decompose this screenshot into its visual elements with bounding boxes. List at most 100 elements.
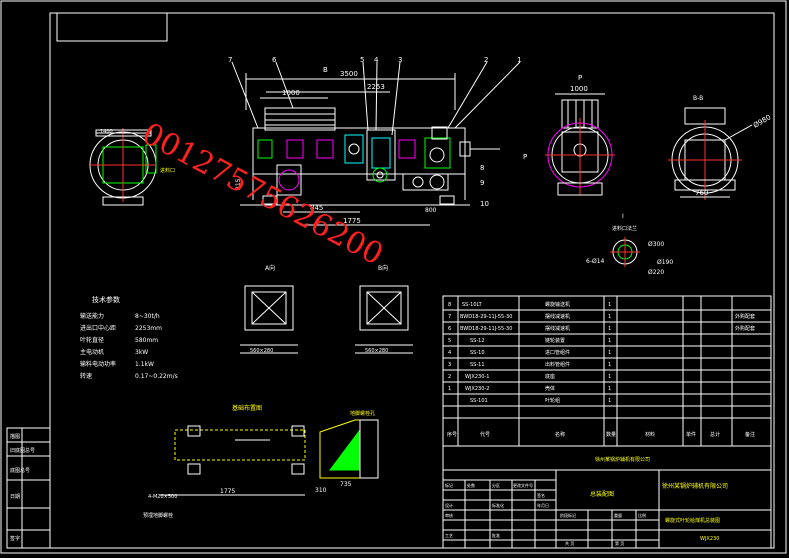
svg-text:数量: 数量 [606, 431, 616, 438]
svg-text:SS-10LT: SS-10LT [462, 302, 483, 308]
svg-text:1: 1 [448, 386, 451, 392]
svg-text:主电动机: 主电动机 [80, 348, 104, 356]
callout-3: 3 [398, 56, 402, 64]
svg-text:分区: 分区 [492, 482, 500, 488]
svg-text:1: 1 [608, 386, 611, 392]
detail-dim-holes: 6-Ø14 [586, 258, 605, 265]
svg-text:2253mm: 2253mm [135, 325, 162, 332]
dim-mid: 845 [310, 204, 323, 212]
svg-text:备注: 备注 [745, 431, 755, 438]
svg-text:外购配套: 外购配套 [735, 313, 755, 320]
svg-text:1400: 1400 [100, 129, 113, 135]
callout-5: 5 [360, 56, 364, 64]
side-view-bb: B-B 760 Ø980 [668, 95, 772, 200]
tech-specs-title: 技术参数 [92, 295, 120, 304]
svg-text:摆线减速机: 摆线减速机 [545, 325, 570, 332]
spec-row-2: 叶轮直径 580mm [80, 336, 158, 344]
svg-text:进料口法兰: 进料口法兰 [612, 225, 637, 232]
svg-text:叶轮组: 叶轮组 [545, 397, 560, 404]
svg-text:重量: 重量 [614, 512, 622, 518]
foundation-drawing: 基础布置图 1775 310 4-M20×500 预埋地脚螺栓 735 地脚螺栓… [143, 404, 379, 519]
label-p: P [523, 153, 527, 161]
callout-2: 2 [484, 56, 488, 64]
svg-text:4-M20×500: 4-M20×500 [148, 494, 177, 500]
svg-text:总计: 总计 [710, 431, 720, 438]
svg-text:更改文件号: 更改文件号 [513, 482, 533, 488]
bom-row-1: 7 BWD18-29-11J-55-30 摆线减速机 1 外购配套 [448, 313, 755, 320]
svg-text:1: 1 [608, 314, 611, 320]
svg-text:单件: 单件 [686, 431, 696, 438]
svg-text:进口管组件: 进口管组件 [545, 349, 570, 356]
dim-overall: 3500 [340, 70, 358, 78]
svg-text:序号: 序号 [447, 431, 457, 438]
svg-text:3: 3 [448, 362, 451, 368]
callout-6: 6 [272, 56, 277, 64]
spec-row-5: 转速 0.17~0.22m/s [80, 372, 178, 380]
dim-span-a: 2253 [367, 83, 385, 91]
side-label-4: 签字 [10, 535, 20, 542]
svg-text:底座: 底座 [545, 373, 555, 380]
spec-row-3: 主电动机 3kW [80, 348, 148, 356]
svg-text:叶轮直径: 叶轮直径 [80, 336, 104, 344]
detail-label: I [622, 213, 624, 220]
svg-text:0.17~0.22m/s: 0.17~0.22m/s [135, 373, 178, 380]
side-view-label: B-B [693, 95, 703, 102]
end-view-dim: 1000 [570, 85, 588, 93]
foundation-dim-2: 735 [340, 481, 352, 488]
svg-text:SS-12: SS-12 [470, 338, 485, 344]
svg-text:审核: 审核 [445, 512, 453, 518]
side-label-1: 旧底图总号 [10, 447, 35, 454]
svg-text:SS-101: SS-101 [470, 398, 488, 404]
title-drawing-no: WJX230 [700, 536, 719, 542]
left-end-view: 1400 进料口 [89, 128, 175, 206]
small-views: A向 B向 560×280 560×280 [240, 264, 413, 354]
svg-text:工艺: 工艺 [445, 533, 453, 538]
svg-text:输送能力: 输送能力 [80, 312, 104, 320]
svg-text:链轮装置: 链轮装置 [545, 337, 565, 344]
svg-text:名称: 名称 [555, 431, 565, 438]
svg-text:3kW: 3kW [135, 349, 148, 356]
spec-row-4: 输料电动功率 1.1kW [80, 360, 154, 368]
bom-row-7: 1 WJX230-2 壳体 1 [448, 385, 611, 392]
svg-text:2: 2 [448, 374, 451, 380]
svg-text:摆线减速机: 摆线减速机 [545, 313, 570, 320]
spec-row-1: 进出口中心距 2253mm [80, 324, 162, 332]
top-left-box [56, 12, 168, 42]
svg-text:SS-11: SS-11 [470, 362, 485, 368]
svg-text:出料管组件: 出料管组件 [545, 361, 570, 368]
side-view-dia: Ø980 [752, 113, 772, 129]
svg-text:签名: 签名 [537, 492, 545, 498]
side-label-0: 描图 [10, 433, 20, 440]
detail-i: I 进料口法兰 Ø300 Ø190 Ø220 6-Ø14 [586, 213, 673, 276]
svg-text:560×280: 560×280 [365, 348, 388, 354]
svg-text:580mm: 580mm [135, 337, 158, 344]
svg-text:4: 4 [448, 350, 451, 356]
detail-dim-220: Ø220 [648, 269, 664, 276]
svg-text:8~30t/h: 8~30t/h [135, 313, 160, 320]
bom-header: 序号 代号 名称 数量 材料 单件 总计 备注 [447, 431, 755, 438]
bom-row-2: 6 BWD18-29-11J-55-30 摆线减速机 1 外购配套 [448, 325, 755, 332]
side-label-3: 日期 [10, 494, 20, 500]
dim-bottom: 1775 [343, 217, 361, 225]
detail-dim-190: Ø190 [657, 259, 673, 266]
svg-text:年月日: 年月日 [537, 502, 549, 508]
svg-text:进料口: 进料口 [160, 167, 175, 174]
svg-text:标记: 标记 [445, 482, 453, 488]
svg-text:设计: 设计 [445, 502, 453, 508]
main-front-view: 3500 2253 1000 [228, 56, 527, 226]
svg-text:转速: 转速 [80, 372, 92, 380]
svg-text:外购配套: 外购配套 [735, 325, 755, 332]
foundation-dim-3: 310 [315, 487, 327, 494]
svg-text:预埋地脚螺栓: 预埋地脚螺栓 [143, 512, 173, 519]
callout-10: 10 [480, 200, 489, 208]
title-product: 螺旋式叶轮给煤机总装图 [665, 517, 720, 524]
dim-height: 215 [235, 178, 242, 190]
svg-text:WJX230-1: WJX230-1 [465, 374, 489, 380]
bom-row-5: 3 SS-11 出料管组件 1 [448, 361, 611, 368]
view-b-label: B向 [378, 264, 388, 272]
svg-text:螺旋输送机: 螺旋输送机 [545, 301, 570, 308]
svg-text:1.1kW: 1.1kW [135, 361, 154, 368]
svg-text:第 页: 第 页 [615, 540, 624, 546]
end-view-label: P [578, 74, 582, 82]
